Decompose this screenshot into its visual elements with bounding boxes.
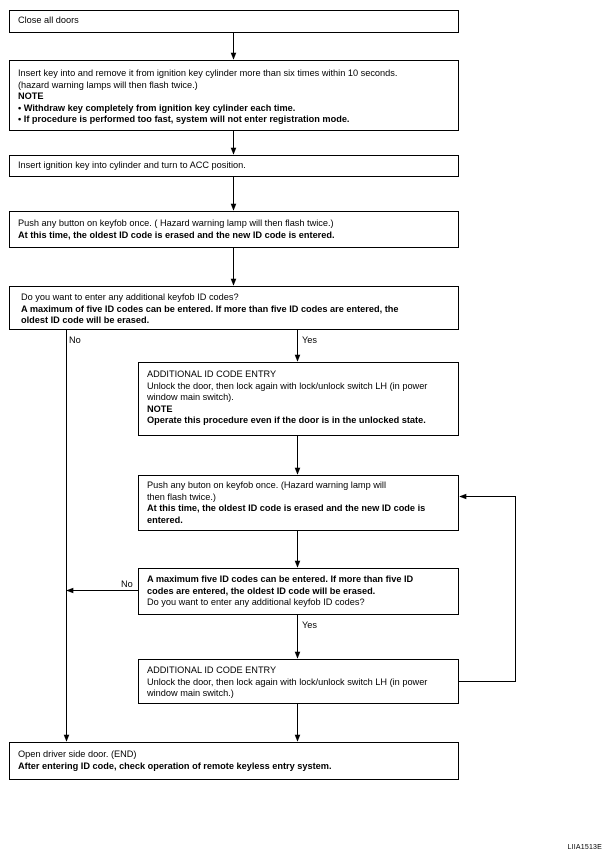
additional2-line1: Unlock the door, then lock again with lo…: [147, 676, 428, 687]
step4-line1: Push any button on keyfob once. ( Hazard…: [18, 218, 334, 228]
step-push-keyfob-2: Push any buton on keyfob once. (Hazard w…: [138, 475, 459, 531]
additional1-line1: Unlock the door, then lock again with lo…: [147, 380, 428, 391]
decision2-line2: codes are entered, the oldest ID code wi…: [147, 585, 376, 596]
additional1-note-text: Operate this procedure even if the door …: [147, 415, 426, 426]
step-insert-remove-key: Insert key into and remove it from ignit…: [9, 60, 459, 131]
additional1-title: ADDITIONAL ID CODE ENTRY: [147, 369, 277, 379]
end-line1: Open driver side door. (END): [18, 749, 137, 759]
additional1-note-label: NOTE: [147, 403, 173, 414]
step3-text: Insert ignition key into cylinder and tu…: [18, 160, 246, 170]
push2-line1: Push any buton on keyfob once. (Hazard w…: [147, 480, 387, 490]
step2-line1: Insert key into and remove it from ignit…: [18, 68, 398, 78]
decision1-line2: A maximum of five ID codes can be entere…: [21, 303, 399, 314]
step-close-doors: Close all doors: [9, 10, 459, 33]
decision2-yes-label: Yes: [302, 620, 317, 630]
decision2-line3: Do you want to enter any additional keyf…: [147, 597, 365, 608]
step2-line2: (hazard warning lamps will then flash tw…: [18, 79, 198, 90]
decision-additional-codes: Do you want to enter any additional keyf…: [9, 286, 459, 330]
decision-additional-codes-2: A maximum five ID codes can be entered. …: [138, 568, 459, 615]
step-push-keyfob: Push any button on keyfob once. ( Hazard…: [9, 211, 459, 248]
additional1-line2: window main switch).: [147, 392, 234, 403]
step4-line2: At this time, the oldest ID code is eras…: [18, 229, 335, 240]
push2-line4: entered.: [147, 514, 183, 525]
decision2-no-label: No: [121, 579, 133, 589]
step-close-doors-text: Close all doors: [18, 15, 79, 25]
additional-id-code-entry-1: ADDITIONAL ID CODE ENTRY Unlock the door…: [138, 362, 459, 436]
loop-back-arrow: [459, 493, 516, 682]
step-end: Open driver side door. (END) After enter…: [9, 742, 459, 780]
figure-id: LIIA1513E: [567, 844, 602, 852]
push2-line2: then flash twice.): [147, 491, 216, 502]
decision1-no-label: No: [69, 335, 81, 345]
additional2-line2: window main switch.): [147, 688, 234, 699]
decision1-line1: Do you want to enter any additional keyf…: [21, 292, 239, 302]
decision1-yes-label: Yes: [302, 335, 317, 345]
decision2-line1: A maximum five ID codes can be entered. …: [147, 574, 414, 584]
push2-line3: At this time, the oldest ID code is eras…: [147, 503, 426, 514]
step2-bullet1: • Withdraw key completely from ignition …: [18, 102, 296, 113]
additional-id-code-entry-2: ADDITIONAL ID CODE ENTRY Unlock the door…: [138, 659, 459, 704]
additional2-title: ADDITIONAL ID CODE ENTRY: [147, 665, 277, 675]
step-turn-to-acc: Insert ignition key into cylinder and tu…: [9, 155, 459, 177]
step2-note-label: NOTE: [18, 91, 44, 102]
decision1-line3: oldest ID code will be erased.: [21, 315, 150, 326]
end-line2: After entering ID code, check operation …: [18, 760, 332, 771]
step2-bullet2: • If procedure is performed too fast, sy…: [18, 114, 350, 125]
